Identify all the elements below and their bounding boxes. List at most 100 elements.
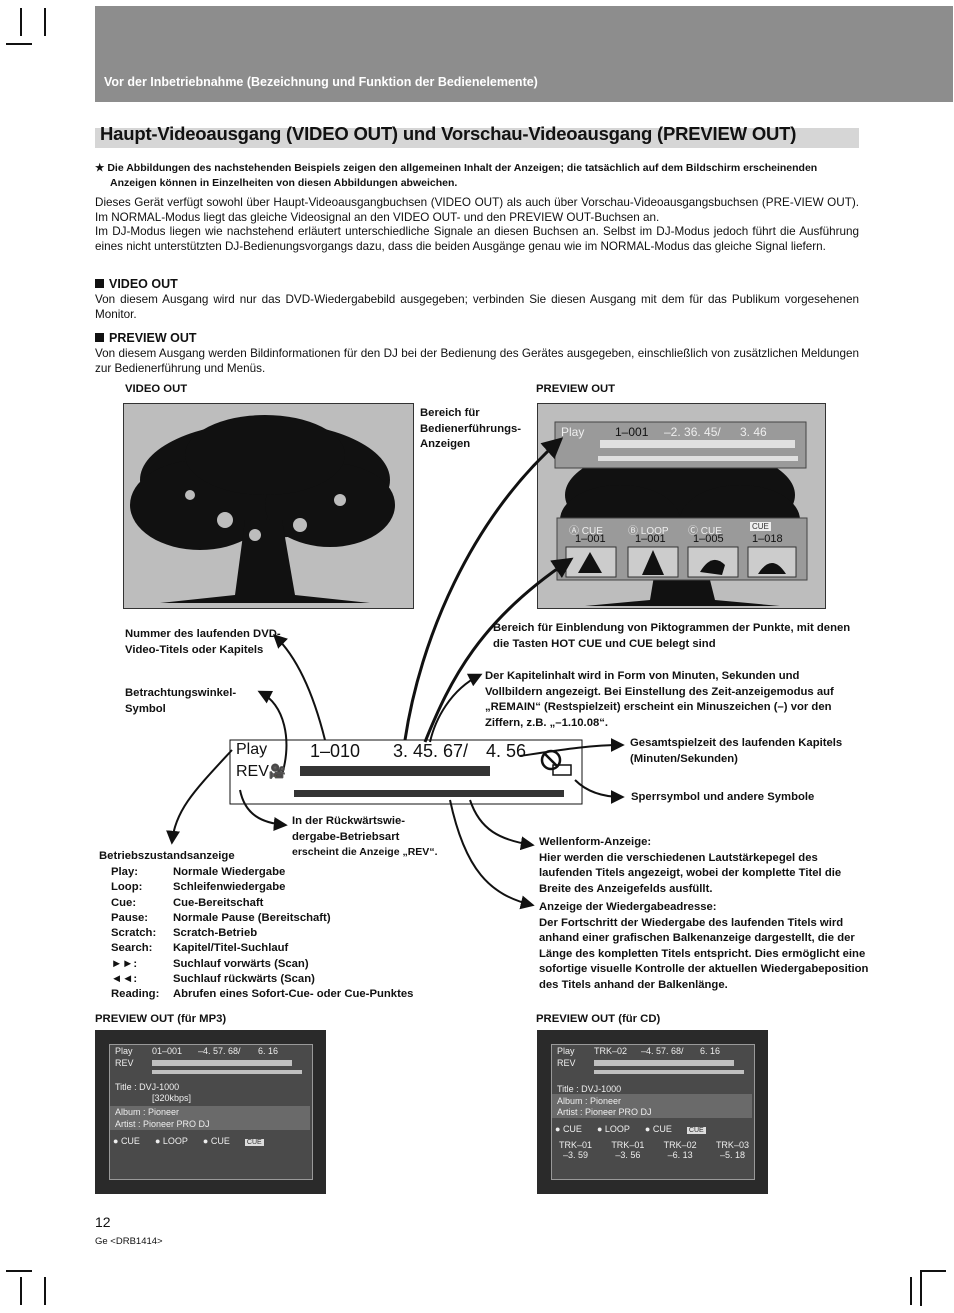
hotcue-a-value: 1–001 <box>575 533 606 545</box>
document-code: Ge <DRB1414> <box>95 1236 163 1247</box>
cd-track-name: TRK–03 <box>715 1140 749 1150</box>
cd-track-time: –3. 59 <box>563 1150 589 1160</box>
sperr-label: Sperrsymbol und andere Symbole <box>631 791 815 803</box>
status-row: Reading: Abrufen eines Sofort-Cue- oder C… <box>111 987 413 1002</box>
mp3-time: –4. 57. 68/ <box>198 1046 241 1056</box>
wellen-block: Wellenform-Anzeige: Hier werden die vers… <box>539 835 869 897</box>
wellen-text: Hier werden die verschiedenen Lautstärke… <box>539 851 842 895</box>
mp3-kbps: [320kbps] <box>152 1093 192 1103</box>
cd-track-item: TRK–03–5. 18 <box>716 1140 749 1160</box>
mp3-title-row: Title : DVJ-1000 <box>115 1082 180 1092</box>
hotcue-b: Ⓑ LOOP <box>628 526 669 537</box>
tree-illustration <box>130 415 395 603</box>
preview-out-label: PREVIEW OUT <box>536 383 616 395</box>
cd-track-name: TRK–01 <box>611 1140 645 1150</box>
big-time: 3. 45. 67/ <box>393 741 469 761</box>
rueck-label-2: erscheint die Anzeige „REV“. <box>292 846 438 858</box>
hotcue-c: Ⓒ CUE <box>688 526 722 537</box>
wellen-title: Wellenform-Anzeige: <box>539 836 652 848</box>
kapitel-label: Der Kapitelinhalt wird in Form von Minut… <box>485 670 834 729</box>
status-value: Kapitel/Titel-Suchlauf <box>173 942 289 955</box>
big-rev: REV🎥 <box>236 763 287 780</box>
status-key: Search: <box>111 942 153 955</box>
status-key: Pause: <box>111 911 149 924</box>
status-value: Scratch-Betrieb <box>173 927 258 940</box>
status-key: Reading: <box>111 988 160 1001</box>
status-row: ►►:Suchlauf vorwärts (Scan) <box>111 957 413 972</box>
mp3-play: Play <box>115 1046 133 1056</box>
cd-track-name: TRK–02 <box>663 1140 697 1150</box>
cd-track-item: TRK–01–3. 59 <box>559 1140 592 1160</box>
gesamt-label: Gesamtspielzeit des laufenden Kapitels (… <box>630 737 843 765</box>
status-key: Play: <box>111 866 139 878</box>
cd-track-item: TRK–02–6. 13 <box>664 1140 697 1160</box>
mp3-rev: REV <box>115 1058 134 1068</box>
page-title: Haupt-Videoausgang (VIDEO OUT) und Vorsc… <box>100 123 797 144</box>
big-play: Play <box>236 741 268 758</box>
cd-screen: Play REV TRK–02 –4. 57. 68/ 6. 16 Title … <box>537 1030 768 1194</box>
cd-title-row: Title : DVJ-1000 <box>557 1084 622 1094</box>
mp3-screen: Play REV 01–001 –4. 57. 68/ 6. 16 Title … <box>95 1030 326 1194</box>
adresse-block: Anzeige der Wiedergabeadresse: Der Forts… <box>539 900 869 993</box>
preview-status-play: Play <box>561 425 585 439</box>
page-number: 12 <box>95 1214 111 1230</box>
cd-track-time: –6. 13 <box>667 1150 693 1160</box>
mp3-track: 01–001 <box>152 1046 183 1056</box>
cd-cues: ● CUE ● LOOP ● CUE CUE <box>555 1124 706 1134</box>
intro-paragraph-1: Dieses Gerät verfügt sowohl über Haupt-V… <box>95 196 859 224</box>
cd-play: Play <box>557 1046 575 1056</box>
preview-status-track: 1–001 <box>615 425 649 439</box>
status-value: Suchlauf rückwärts (Scan) <box>173 973 315 986</box>
preview-out-text: Von diesem Ausgang werden Bildinformatio… <box>95 347 859 375</box>
status-value: Abrufen eines Sofort-Cue- oder Cue-Punkt… <box>173 988 414 1001</box>
status-row: Play: Normale Wiedergabe <box>111 865 413 880</box>
preview-status-total: 3. 46 <box>740 425 767 439</box>
cd-total: 6. 16 <box>700 1046 721 1056</box>
status-value: Cue-Bereitschaft <box>173 896 264 909</box>
bediener-label: Bereich für Bedienerführungs-Anzeigen <box>420 407 522 450</box>
cd-track: TRK–02 <box>594 1046 628 1056</box>
status-row: Pause:Normale Pause (Bereitschaft) <box>111 911 413 926</box>
video-out-text: Von diesem Ausgang wird nur das DVD-Wied… <box>95 293 859 321</box>
header-band <box>95 6 953 102</box>
preview-out-heading: PREVIEW OUT <box>95 331 197 345</box>
status-key: Loop: <box>111 881 143 894</box>
status-row: Search: Kapitel/Titel-Suchlauf <box>111 941 413 956</box>
video-out-heading: VIDEO OUT <box>95 277 178 291</box>
cd-rev: REV <box>557 1058 576 1068</box>
waveform-bars <box>294 766 564 797</box>
cd-time: –4. 57. 68/ <box>641 1046 684 1056</box>
mp3-total: 6. 16 <box>258 1046 279 1056</box>
status-key: Cue: <box>111 896 137 909</box>
status-row: Cue: Cue-Bereitschaft <box>111 896 413 911</box>
status-row: ◄◄:Suchlauf rückwärts (Scan) <box>111 972 413 987</box>
status-row: Loop: Schleifenwiedergabe <box>111 880 413 895</box>
note: ★ Die Abbildungen des nachstehenden Beis… <box>95 161 865 190</box>
cd-artist-row: Artist : Pioneer PRO DJ <box>557 1107 652 1117</box>
adresse-text: Der Fortschritt der Wiedergabe des laufe… <box>539 916 869 991</box>
nummer-label: Nummer des laufenden DVD-Video-Titels od… <box>125 628 281 656</box>
hotcue-c-value: 1–005 <box>693 533 724 545</box>
rueck-label: In der Rückwärtswie-dergabe-Betriebsart <box>292 815 406 843</box>
note-line-1: ★ Die Abbildungen des nachstehenden Beis… <box>95 162 818 174</box>
title-bar <box>95 128 859 148</box>
note-line-2: Anzeigen können in Einzelheiten von dies… <box>110 176 458 189</box>
cd-track-item: TRK–01–3. 56 <box>611 1140 644 1160</box>
cd-track-time: –5. 18 <box>719 1150 745 1160</box>
status-value: Normale Wiedergabe <box>173 866 286 878</box>
mp3-label: PREVIEW OUT (für MP3) <box>95 1013 227 1025</box>
cd-album-row: Album : Pioneer <box>557 1096 622 1106</box>
hotcue-cue-value: 1–018 <box>752 533 783 545</box>
camera-icon: 🎥 <box>268 763 287 779</box>
status-heading: Betriebszustandsanzeige <box>99 850 235 862</box>
status-value: Schleifenwiedergabe <box>173 881 286 894</box>
hotcue-b-value: 1–001 <box>635 533 666 545</box>
section-title: Vor der Inbetriebnahme (Bezeichnung und … <box>104 75 538 89</box>
big-total: 4. 56 <box>486 741 527 761</box>
status-key: ►►: <box>111 957 138 970</box>
cd-track-time: –3. 56 <box>615 1150 641 1160</box>
cd-label: PREVIEW OUT (für CD) <box>536 1013 661 1025</box>
